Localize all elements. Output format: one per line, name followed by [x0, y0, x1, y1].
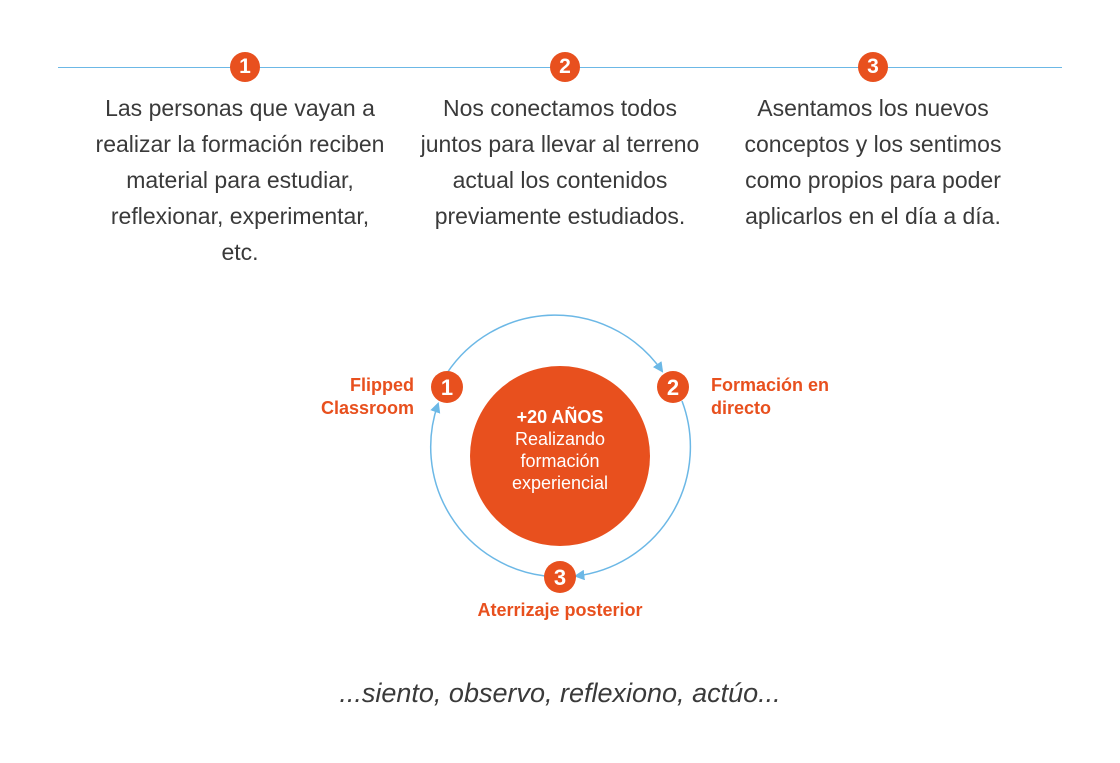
center-title: +20 AÑOS [516, 407, 604, 427]
motto: ...siento, observo, reflexiono, actúo... [339, 678, 781, 708]
phase-2-badge [657, 371, 689, 403]
phase-1-badge [431, 371, 463, 403]
phase-2-number: 2 [667, 375, 679, 400]
phase-1-number: 1 [441, 375, 453, 400]
step-2-badge: 2 [550, 52, 580, 82]
phase-1-label: Flipped Classroom [320, 375, 414, 418]
step-3-badge: 3 [858, 52, 888, 82]
phase-2-label: Formación en directo [711, 375, 830, 418]
step-1-text: Las personas que vayan a realizar la for… [95, 95, 385, 265]
center-subtitle: Realizando formación experiencial [511, 429, 609, 493]
cycle-arrow-3-1 [429, 402, 546, 577]
step-1-badge: 1 [230, 52, 260, 82]
phase-3-badge [544, 561, 576, 593]
cycle-arrow-2-3 [573, 400, 692, 581]
step-3-text: Asentamos los nuevos conceptos y los sen… [744, 95, 1002, 229]
phase-3-label: Aterrizaje posterior [477, 600, 643, 620]
step-2-text: Nos conectamos todos juntos para llevar … [420, 95, 700, 229]
phase-3-number: 3 [554, 565, 566, 590]
center-circle: +20 AÑOS Realizando formación experienci… [470, 366, 650, 546]
cycle-arrow-1-2 [446, 314, 664, 374]
